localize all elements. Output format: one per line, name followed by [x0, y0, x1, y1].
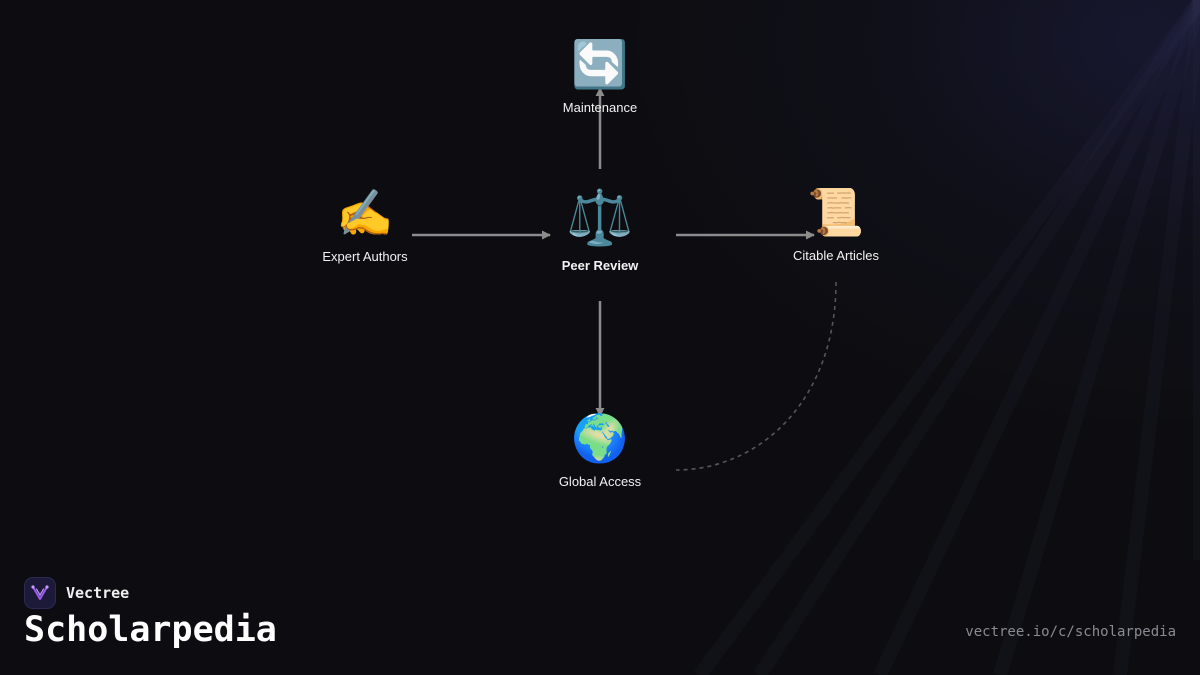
node-label: Peer Review — [561, 258, 639, 273]
node-expert-authors: ✍️ Expert Authors — [285, 185, 445, 264]
node-citable-articles: 📜 Citable Articles — [756, 184, 916, 263]
brand: Vectree — [24, 577, 129, 609]
balance-scale-icon: ⚖️ — [566, 186, 634, 249]
page-title: Scholarpedia — [24, 610, 277, 650]
node-label: Maintenance — [562, 100, 638, 115]
node-label: Global Access — [558, 474, 642, 489]
vectree-logo-icon — [24, 577, 56, 609]
node-global-access: 🌍 Global Access — [520, 410, 680, 489]
node-label: Expert Authors — [322, 249, 408, 264]
brand-name: Vectree — [66, 584, 130, 602]
node-maintenance: 🔄 Maintenance — [520, 36, 680, 115]
node-peer-review: ⚖️ Peer Review — [520, 186, 680, 273]
node-label: Citable Articles — [793, 248, 879, 263]
cycle-arrows-icon: 🔄 — [571, 37, 629, 91]
source-url: vectree.io/c/scholarpedia — [965, 624, 1176, 640]
edge-articles-to-access — [675, 281, 837, 471]
globe-icon: 🌍 — [571, 411, 629, 465]
writing-hand-icon: ✍️ — [336, 186, 394, 240]
scroll-icon: 📜 — [807, 185, 865, 239]
